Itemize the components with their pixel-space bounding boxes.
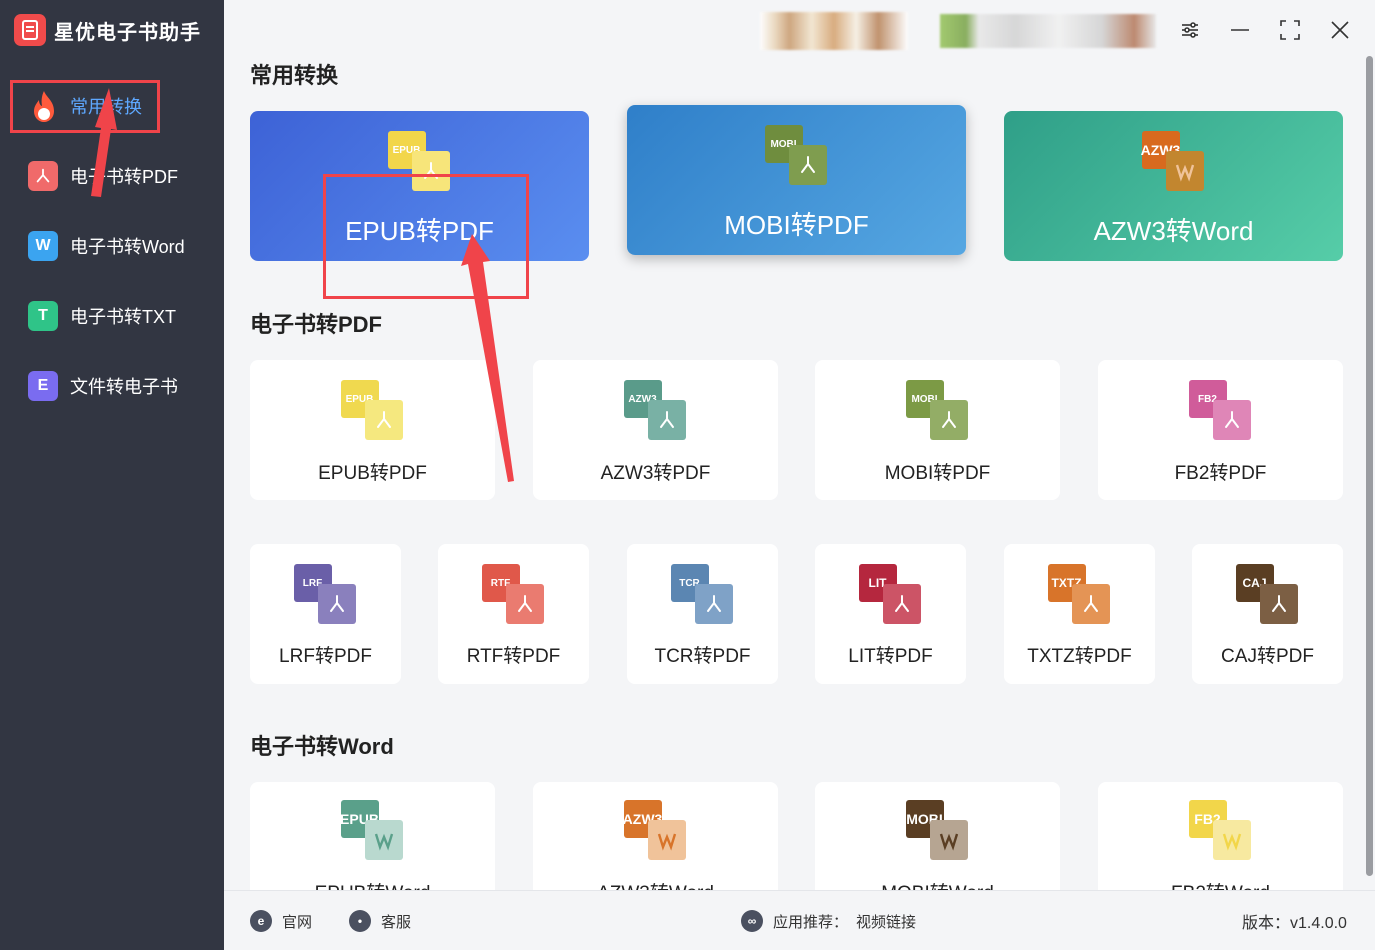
ebook-icon: E <box>28 371 58 401</box>
caj-pdf-icon: CAJ <box>1235 564 1300 624</box>
card-epub-pdf[interactable]: EPUB EPUB转PDF <box>250 360 495 500</box>
pdf-icon <box>28 161 58 191</box>
lrf-pdf-icon: LRF <box>293 564 358 624</box>
txtz-pdf-icon: TXTZ <box>1047 564 1112 624</box>
sidebar-item-ebook-word[interactable]: W 电子书转Word <box>28 226 185 266</box>
version-label: 版本：v1.4.0.0 <box>1242 915 1347 932</box>
sidebar-item-label: 电子书转TXT <box>70 307 176 327</box>
tcr-pdf-icon: TCR <box>670 564 735 624</box>
sidebar-item-label: 常用转换 <box>70 97 142 117</box>
chat-bubble-icon: • <box>349 910 371 932</box>
card-label: TCR转PDF <box>654 646 751 667</box>
card-label: FB2转PDF <box>1174 463 1267 484</box>
azw3-pdf-icon: AZW3 <box>623 380 688 440</box>
mobi-pdf-icon: MOBI <box>905 380 970 440</box>
minimize-icon[interactable] <box>1226 16 1254 44</box>
flame-icon <box>28 89 60 123</box>
azw3-word-icon: AZW3 <box>1141 131 1206 191</box>
card-epub-word[interactable]: EPUB EPUB转Word <box>250 782 495 912</box>
card-lrf-pdf[interactable]: LRF LRF转PDF <box>250 544 401 684</box>
sidebar-item-label: 电子书转Word <box>70 237 185 257</box>
card-rtf-pdf[interactable]: RTF RTF转PDF <box>438 544 589 684</box>
mobi-word-icon: MOBI <box>905 800 970 860</box>
maximize-icon[interactable] <box>1276 16 1304 44</box>
fb2-pdf-icon: FB2 <box>1188 380 1253 440</box>
card-azw3-pdf[interactable]: AZW3 AZW3转PDF <box>533 360 778 500</box>
sidebar-item-common[interactable]: 常用转换 <box>28 86 142 126</box>
card-label: TXTZ转PDF <box>1027 646 1132 667</box>
card-label: LIT转PDF <box>848 646 933 667</box>
sidebar-item-ebook-txt[interactable]: T 电子书转TXT <box>28 296 176 336</box>
support-link[interactable]: • 客服 <box>349 909 411 933</box>
sidebar-item-ebook-pdf[interactable]: 电子书转PDF <box>28 156 178 196</box>
tile-azw3-word[interactable]: AZW3 AZW3转Word <box>1004 111 1343 261</box>
sidebar-item-label: 电子书转PDF <box>70 167 178 187</box>
vertical-scrollbar[interactable] <box>1366 56 1373 876</box>
section-title-word: 电子书转Word <box>250 734 394 759</box>
tile-label: MOBI转PDF <box>724 210 869 240</box>
mobi-pdf-icon: MOBI <box>764 125 829 185</box>
card-caj-pdf[interactable]: CAJ CAJ转PDF <box>1192 544 1343 684</box>
sidebar-item-file-ebook[interactable]: E 文件转电子书 <box>28 366 178 406</box>
card-label: MOBI转PDF <box>884 463 991 484</box>
section-title-pdf: 电子书转PDF <box>250 312 383 337</box>
bottom-bar: e 官网 • 客服 ∞ 应用推荐： 视频链接 版本：v1.4.0.0 <box>224 890 1375 950</box>
card-fb2-pdf[interactable]: FB2 FB2转PDF <box>1098 360 1343 500</box>
sidebar: 星优电子书助手 常用转换 电子书转PDF W 电子书转Word T 电子书转TX… <box>0 0 224 950</box>
txt-icon: T <box>28 301 58 331</box>
app-title: 星优电子书助手 <box>54 21 201 44</box>
card-lit-pdf[interactable]: LIT LIT转PDF <box>815 544 966 684</box>
recommend-link[interactable]: ∞ 应用推荐： 视频链接 <box>741 909 916 933</box>
app-logo-icon <box>14 14 46 46</box>
recommend-video-link[interactable]: 视频链接 <box>856 913 917 931</box>
card-mobi-pdf[interactable]: MOBI MOBI转PDF <box>815 360 1060 500</box>
card-txtz-pdf[interactable]: TXTZ TXTZ转PDF <box>1004 544 1155 684</box>
ie-globe-icon: e <box>250 910 272 932</box>
tile-label: EPUB转PDF <box>345 216 494 246</box>
lit-pdf-icon: LIT <box>858 564 923 624</box>
word-icon: W <box>28 231 58 261</box>
brand: 星优电子书助手 <box>14 14 201 46</box>
epub-word-icon: EPUB <box>340 800 405 860</box>
fb2-word-icon: FB2 <box>1188 800 1253 860</box>
rtf-pdf-icon: RTF <box>481 564 546 624</box>
link-icon: ∞ <box>741 910 763 932</box>
tile-mobi-pdf[interactable]: MOBI MOBI转PDF <box>627 105 966 255</box>
card-label: EPUB转PDF <box>318 463 427 484</box>
card-label: LRF转PDF <box>279 646 372 667</box>
section-title-common: 常用转换 <box>250 63 339 88</box>
epub-pdf-icon: EPUB <box>387 131 452 191</box>
settings-sliders-icon[interactable] <box>1176 16 1204 44</box>
card-label: RTF转PDF <box>466 646 561 667</box>
tile-label: AZW3转Word <box>1093 216 1254 246</box>
card-tcr-pdf[interactable]: TCR TCR转PDF <box>627 544 778 684</box>
close-icon[interactable] <box>1326 16 1354 44</box>
card-label: CAJ转PDF <box>1221 646 1314 667</box>
blurred-user-info[interactable] <box>940 14 1156 48</box>
website-link[interactable]: e 官网 <box>250 909 312 933</box>
epub-pdf-icon: EPUB <box>340 380 405 440</box>
sidebar-item-label: 文件转电子书 <box>70 377 178 397</box>
blurred-banner[interactable] <box>760 12 908 50</box>
azw3-word-icon: AZW3 <box>623 800 688 860</box>
tile-epub-pdf[interactable]: EPUB EPUB转PDF <box>250 111 589 261</box>
card-label: AZW3转PDF <box>600 463 711 484</box>
